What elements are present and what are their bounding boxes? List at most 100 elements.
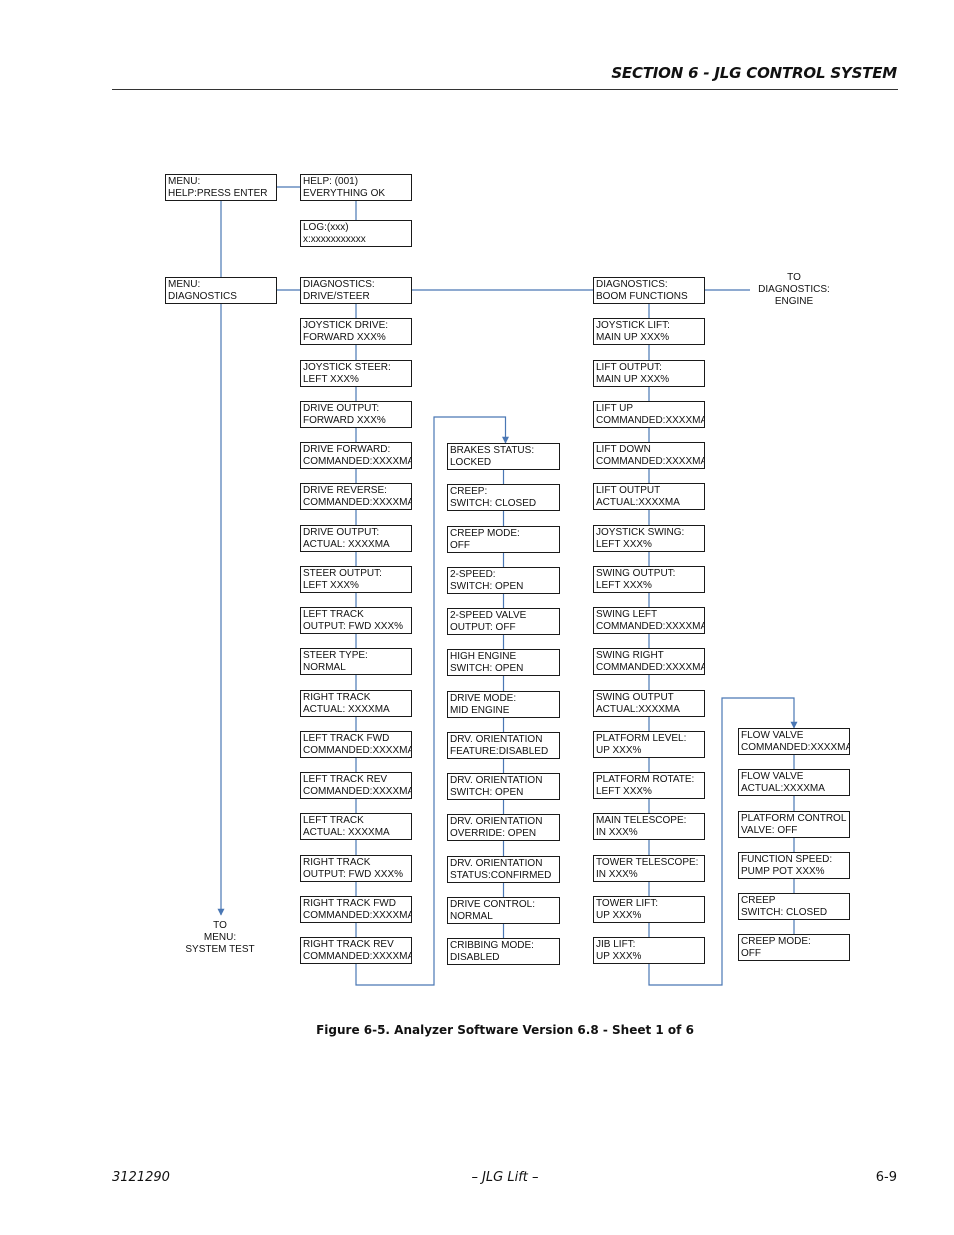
box-line: FLOW VALVE xyxy=(741,730,804,741)
box-line: DRIVE OUTPUT: xyxy=(303,527,380,538)
footer-doc-number: 3121290 xyxy=(112,1170,170,1185)
box-line: LEFT XXX% xyxy=(303,580,359,591)
diagram-box: JOYSTICK LIFT:MAIN UP XXX% xyxy=(593,318,705,345)
box-line: COMMANDED:XXXXMA xyxy=(596,456,705,467)
box-line: COMMANDED:XXXXMA xyxy=(596,415,705,426)
diagram-box: DIAGNOSTICS:BOOM FUNCTIONS xyxy=(593,277,705,304)
box-line: OFF xyxy=(741,948,761,959)
box-line: HIGH ENGINE xyxy=(450,651,517,662)
box-line: 2-SPEED: xyxy=(450,569,496,580)
box-line: DRIVE MODE: xyxy=(450,693,517,704)
box-line: ACTUAL: XXXXMA xyxy=(303,827,390,838)
diagram-box: STEER TYPE:NORMAL xyxy=(300,648,412,675)
box-line: FLOW VALVE xyxy=(741,771,804,782)
box-line: COMMANDED:XXXXMA xyxy=(303,786,412,797)
box-line: STEER TYPE: xyxy=(303,650,368,661)
box-line: LEFT XXX% xyxy=(303,374,359,385)
box-line: JOYSTICK STEER: xyxy=(303,362,391,373)
box-line: NORMAL xyxy=(303,662,346,673)
box-line: LEFT XXX% xyxy=(596,786,652,797)
box-line: RIGHT TRACK REV xyxy=(303,939,394,950)
diagram-box: CREEP MODE:OFF xyxy=(447,526,560,553)
box-line: JOYSTICK SWING: xyxy=(596,527,685,538)
box-line: FORWARD XXX% xyxy=(303,415,386,426)
box-line: SWING LEFT xyxy=(596,609,658,620)
diagram-box: JOYSTICK DRIVE:FORWARD XXX% xyxy=(300,318,412,345)
diagram-box: SWING OUTPUT:LEFT XXX% xyxy=(593,566,705,593)
box-line: BRAKES STATUS: xyxy=(450,445,535,456)
box-line: STATUS:CONFIRMED xyxy=(450,870,552,881)
diagram-box: CREEP MODE:OFF xyxy=(738,934,850,961)
diagram-box: DRIVE OUTPUT:FORWARD XXX% xyxy=(300,401,412,428)
header-divider xyxy=(112,89,898,90)
note-line: DIAGNOSTICS: xyxy=(758,284,830,295)
box-line: DRV. ORIENTATION xyxy=(450,816,543,827)
diagram-box: DRIVE MODE:MID ENGINE xyxy=(447,691,560,718)
box-line: CREEP: xyxy=(450,486,488,497)
box-line: HELP:PRESS ENTER xyxy=(168,188,268,199)
box-line: OUTPUT: FWD XXX% xyxy=(303,621,404,632)
section-title: SECTION 6 - JLG CONTROL SYSTEM xyxy=(611,64,897,82)
box-line: LEFT XXX% xyxy=(596,539,652,550)
diagram-box: BRAKES STATUS:LOCKED xyxy=(447,443,560,470)
diagram-box: CRIBBING MODE:DISABLED xyxy=(447,938,560,965)
box-line: OUTPUT: OFF xyxy=(450,622,516,633)
box-line: COMMANDED:XXXXMA xyxy=(596,621,705,632)
box-line: LIFT UP xyxy=(596,403,634,414)
box-line: SWITCH: CLOSED xyxy=(450,498,537,509)
box-line: PLATFORM CONTROL xyxy=(741,813,847,824)
to-diagnostics-engine-note: TO DIAGNOSTICS: ENGINE xyxy=(752,272,836,308)
box-line: BOOM FUNCTIONS xyxy=(596,291,688,302)
box-line: x:xxxxxxxxxxx xyxy=(303,234,366,245)
box-line: COMMANDED:XXXXMA xyxy=(596,662,705,673)
diagram-box: TOWER LIFT:UP XXX% xyxy=(593,896,705,923)
note-line: TO xyxy=(787,272,801,283)
box-line: TOWER TELESCOPE: xyxy=(596,857,699,868)
box-line: DIAGNOSTICS xyxy=(168,291,237,302)
box-line: MID ENGINE xyxy=(450,705,510,716)
box-line: DRIVE/STEER xyxy=(303,291,370,302)
diagram-box: DRIVE REVERSE:COMMANDED:XXXXMA xyxy=(300,483,412,510)
box-line: CRIBBING MODE: xyxy=(450,940,534,951)
box-line: COMMANDED:XXXXMA xyxy=(303,951,412,962)
box-line: DRIVE REVERSE: xyxy=(303,485,387,496)
box-line: MAIN TELESCOPE: xyxy=(596,815,687,826)
box-line: MENU: xyxy=(168,176,201,187)
box-line: ACTUAL: XXXXMA xyxy=(303,704,390,715)
diagram-box: STEER OUTPUT:LEFT XXX% xyxy=(300,566,412,593)
diagram-box: DRIVE CONTROL:NORMAL xyxy=(447,897,560,924)
footer-center-text: – JLG Lift – xyxy=(471,1170,539,1185)
diagram-box: HELP: (001)EVERYTHING OK xyxy=(300,174,412,201)
box-line: COMMANDED:XXXXMA xyxy=(741,742,850,753)
box-line: OVERRIDE: OPEN xyxy=(450,828,537,839)
box-line: PLATFORM LEVEL: xyxy=(596,733,687,744)
connector-line xyxy=(648,697,798,986)
box-line: FEATURE:DISABLED xyxy=(450,746,549,757)
box-line: PLATFORM ROTATE: xyxy=(596,774,695,785)
diagram-box: 2-SPEED:SWITCH: OPEN xyxy=(447,567,560,594)
box-line: ACTUAL:XXXXMA xyxy=(596,704,680,715)
box-line: COMMANDED:XXXXMA xyxy=(303,745,412,756)
box-line: UP XXX% xyxy=(596,951,642,962)
diagram-box: PLATFORM ROTATE:LEFT XXX% xyxy=(593,772,705,799)
box-line: SWITCH: OPEN xyxy=(450,581,524,592)
box-line: LEFT TRACK xyxy=(303,815,364,826)
box-line: OUTPUT: FWD XXX% xyxy=(303,869,404,880)
